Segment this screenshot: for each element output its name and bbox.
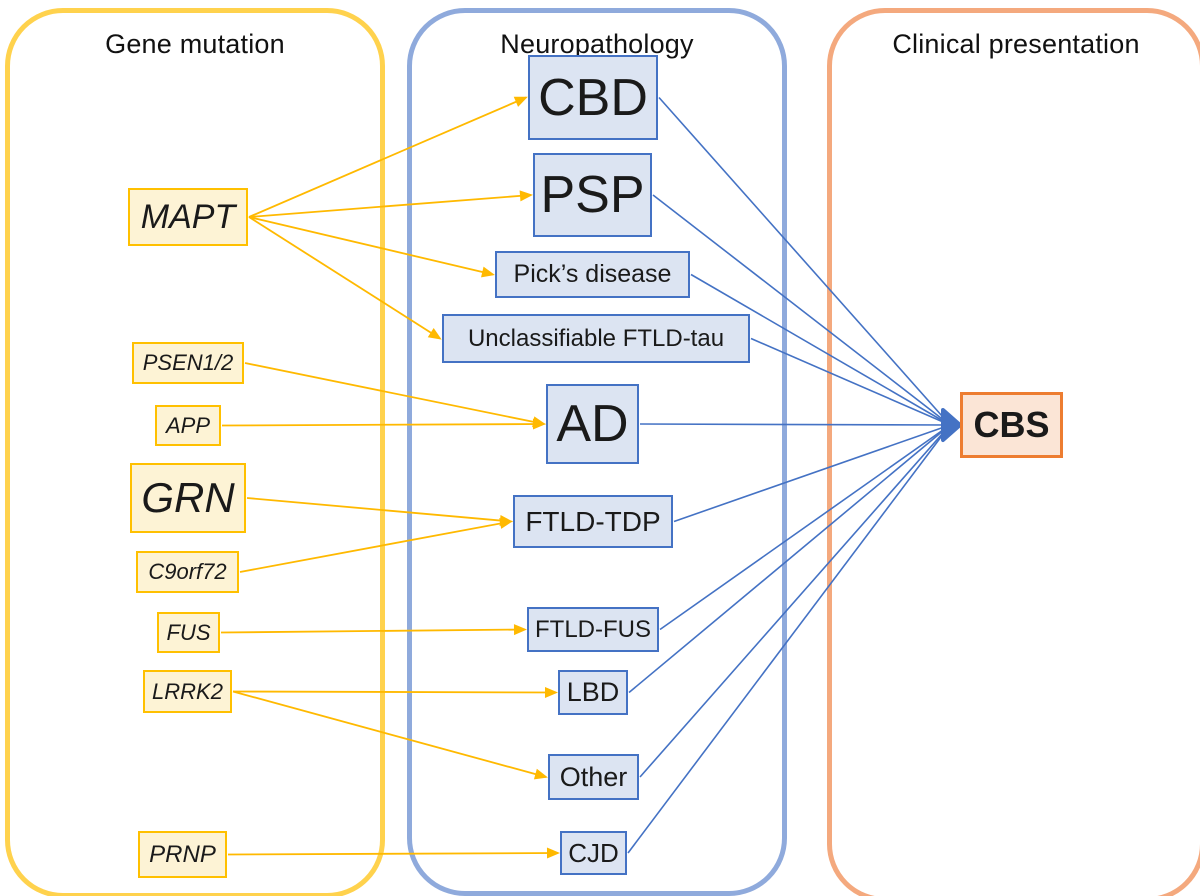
- pathology-node-ftld-tdp: FTLD-TDP: [513, 495, 673, 548]
- neuropathology-title: Neuropathology: [500, 29, 694, 59]
- gene-node-psen1-2: PSEN1/2: [132, 342, 244, 384]
- pathology-node-picks-disease-label: Pick’s disease: [513, 260, 672, 288]
- pathology-node-ad: AD: [546, 384, 639, 464]
- gene-node-mapt-label: MAPT: [140, 197, 236, 236]
- gene-node-prnp: PRNP: [138, 831, 227, 878]
- gene-mutation-title: Gene mutation: [105, 29, 285, 59]
- gene-node-grn: GRN: [130, 463, 246, 533]
- pathology-node-lbd-label: LBD: [566, 677, 620, 707]
- pathology-node-psp: PSP: [533, 153, 652, 237]
- gene-node-c9orf72: C9orf72: [136, 551, 239, 593]
- gene-node-app: APP: [155, 405, 221, 446]
- gene-node-fus-label: FUS: [166, 619, 211, 645]
- pathology-node-ftld-tdp-label: FTLD-TDP: [525, 505, 661, 537]
- clinical-presentation-title: Clinical presentation: [892, 29, 1140, 59]
- gene-node-lrrk2: LRRK2: [143, 670, 232, 713]
- pathology-node-picks-disease: Pick’s disease: [495, 251, 690, 298]
- gene-node-lrrk2-label: LRRK2: [152, 678, 223, 704]
- gene-node-grn-label: GRN: [141, 474, 235, 521]
- pathology-node-other: Other: [548, 754, 639, 800]
- pathology-node-cbd-label: CBD: [538, 68, 648, 127]
- gene-node-fus: FUS: [157, 612, 220, 653]
- pathology-node-other-label: Other: [559, 761, 628, 792]
- gene-node-app-label: APP: [165, 412, 211, 438]
- pathology-node-lbd: LBD: [558, 670, 628, 715]
- clinical-node-cbs-label: CBS: [973, 404, 1050, 445]
- gene-mutation-container: Gene mutation: [5, 8, 385, 896]
- gene-node-psen1-2-label: PSEN1/2: [142, 350, 234, 375]
- pathology-node-ad-label: AD: [556, 395, 629, 453]
- pathology-node-cjd: CJD: [560, 831, 627, 875]
- pathology-node-ftld-fus-label: FTLD-FUS: [535, 615, 651, 643]
- pathology-node-unclassifiable-ftld-tau: Unclassifiable FTLD-tau: [442, 314, 750, 363]
- pathology-node-unclassifiable-ftld-tau-label: Unclassifiable FTLD-tau: [467, 324, 725, 352]
- pathology-node-cjd-label: CJD: [568, 837, 619, 868]
- pathology-node-cbd: CBD: [528, 55, 658, 140]
- gene-node-prnp-label: PRNP: [149, 840, 216, 868]
- gene-node-c9orf72-label: C9orf72: [148, 559, 227, 584]
- gene-node-mapt: MAPT: [128, 188, 248, 246]
- pathology-node-psp-label: PSP: [540, 166, 645, 224]
- clinical-node-cbs: CBS: [960, 392, 1063, 458]
- pathology-node-ftld-fus: FTLD-FUS: [527, 607, 659, 652]
